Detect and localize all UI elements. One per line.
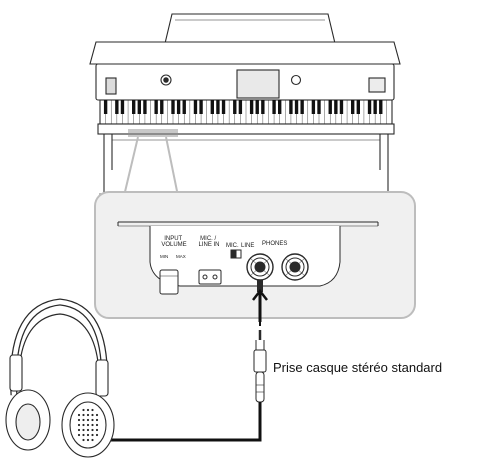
- line-label: LINE: [241, 243, 254, 249]
- black-key: [317, 100, 321, 114]
- black-key: [137, 100, 141, 114]
- power-button: [290, 74, 302, 86]
- black-key: [120, 100, 125, 114]
- cabinet-body: [103, 134, 389, 195]
- speaker-grille-dot: [77, 418, 81, 422]
- speaker-grille-dot: [86, 413, 90, 417]
- black-key: [103, 100, 108, 114]
- speaker-grille-dot: [86, 418, 90, 422]
- speaker-grille-dot: [86, 428, 90, 432]
- black-key: [233, 100, 237, 114]
- callout-leader-lines: [123, 136, 179, 197]
- input-volume-label: INPUT VOLUME: [161, 236, 186, 248]
- digital-piano: [89, 13, 401, 200]
- black-key: [367, 100, 372, 114]
- speaker-grille-dot: [91, 438, 94, 442]
- black-key: [193, 100, 198, 114]
- black-key: [249, 100, 254, 114]
- speaker-grille-dot: [95, 433, 99, 437]
- input-volume-knob: [159, 269, 179, 295]
- black-key: [182, 100, 186, 114]
- speaker-grille-dot: [86, 408, 90, 412]
- speaker-grille-dot: [91, 413, 94, 417]
- speaker-grille-dot: [95, 413, 99, 417]
- black-key: [272, 100, 276, 114]
- black-key: [115, 100, 119, 114]
- speaker-grille-dot: [77, 423, 81, 427]
- stereo-plug-caption: Prise casque stéréo standard: [273, 360, 443, 375]
- speaker-grille-dot: [77, 413, 81, 417]
- black-key: [379, 100, 383, 114]
- black-key: [311, 100, 316, 114]
- black-key: [176, 100, 181, 114]
- black-key: [334, 100, 338, 114]
- black-key: [210, 100, 214, 114]
- mic-label: MIC.: [226, 243, 239, 249]
- black-key: [356, 100, 360, 114]
- speaker-grille-dot: [86, 423, 90, 427]
- black-key: [221, 100, 226, 114]
- black-key: [278, 100, 282, 114]
- speaker-grille-dot: [82, 433, 85, 437]
- black-key: [171, 100, 175, 114]
- speaker-grille-dot: [82, 413, 85, 417]
- speaker-grille-dot: [82, 438, 85, 442]
- black-key: [132, 100, 136, 114]
- black-key: [373, 100, 377, 114]
- speaker-grille-dot: [91, 408, 94, 412]
- black-key: [300, 100, 304, 114]
- black-key: [351, 100, 355, 114]
- phones-label: PHONES: [262, 241, 287, 247]
- mic-line-in-jack: [198, 269, 222, 285]
- black-key: [328, 100, 332, 114]
- min-label: MIN: [160, 254, 168, 259]
- speaker-grille-dot: [82, 408, 85, 412]
- stereo-phone-plug: [110, 330, 267, 442]
- black-key: [294, 100, 299, 114]
- speaker-grille-dot: [91, 423, 94, 427]
- speaker-grille-dot: [86, 438, 90, 442]
- cabinet-top: [89, 41, 401, 65]
- black-key: [238, 100, 243, 114]
- black-key: [143, 100, 147, 114]
- jack-panel: [117, 221, 379, 295]
- black-key: [199, 100, 203, 114]
- max-label: MAX: [176, 254, 186, 259]
- phones-jack-location-highlight: [128, 129, 178, 137]
- speaker-grille-dot: [91, 418, 94, 422]
- black-key: [154, 100, 158, 114]
- mic-line-in-label: MIC. / LINE IN: [198, 236, 219, 248]
- speaker-grille-dot: [91, 433, 94, 437]
- speaker-grille-dot: [82, 428, 85, 432]
- headphone-cable: [252, 280, 268, 326]
- black-key: [216, 100, 220, 114]
- speaker-grille-dot: [91, 428, 94, 432]
- black-key: [339, 100, 344, 114]
- speaker-grille-dot: [77, 433, 81, 437]
- display-screen: [236, 69, 280, 99]
- black-key: [289, 100, 293, 114]
- black-key: [160, 100, 164, 114]
- speaker-grille-dot: [95, 418, 99, 422]
- speaker-grille-dot: [77, 428, 81, 432]
- black-key: [255, 100, 259, 114]
- speaker-grille-dot: [82, 418, 85, 422]
- speaker-grille-dot: [82, 423, 85, 427]
- black-key: [261, 100, 265, 114]
- headphones: [5, 298, 115, 458]
- speaker-grille-dot: [86, 433, 90, 437]
- speaker-grille-dot: [95, 423, 99, 427]
- speaker-grille-dot: [95, 428, 99, 432]
